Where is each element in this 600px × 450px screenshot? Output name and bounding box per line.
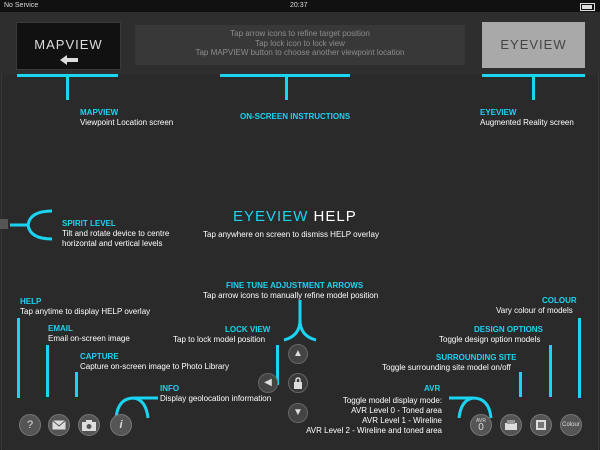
email-button[interactable] — [48, 414, 70, 436]
spirit-level-line: Tilt and rotate device to centre — [62, 229, 170, 238]
avr-button-label: AVR — [476, 418, 486, 424]
spirit-level-handle — [0, 219, 8, 229]
arrow-down-button[interactable]: ▼ — [288, 403, 308, 423]
bracket — [532, 74, 535, 100]
leader-line — [17, 318, 20, 398]
help-callout-text: Tap anytime to display HELP overlay — [20, 307, 151, 316]
fine-tune-bracket — [283, 300, 317, 342]
design-options-icon — [536, 420, 546, 430]
capture-callout-text: Capture on-screen image to Photo Library — [80, 362, 229, 371]
capture-button[interactable] — [78, 414, 100, 436]
status-bar: No Service 20:37 — [0, 0, 600, 12]
colour-button-label: Colour — [562, 422, 580, 428]
avr-line: AVR Level 0 - Toned area — [351, 406, 442, 415]
avr-callout-title: AVR — [424, 384, 441, 393]
right-guide — [595, 12, 599, 450]
avr-button[interactable]: AVR 0 — [470, 414, 492, 436]
spirit-level-bracket — [10, 209, 53, 241]
arrow-left-button[interactable]: ◀ — [258, 373, 278, 393]
instruction-line: Tap MAPVIEW button to choose another vie… — [195, 48, 405, 57]
arrow-up-icon: ▲ — [293, 348, 303, 359]
leader-line — [75, 372, 78, 397]
leader-line — [549, 345, 552, 397]
arrow-left-icon: ◀ — [264, 377, 272, 388]
left-arrow-icon — [60, 55, 78, 65]
help-title: EYEVIEW HELP — [233, 208, 357, 225]
clock: 20:37 — [290, 2, 308, 9]
instructions-callout-title: ON-SCREEN INSTRUCTIONS — [240, 112, 351, 121]
design-options-button[interactable] — [530, 414, 552, 436]
carrier-label: No Service — [4, 2, 39, 9]
left-guide — [1, 12, 5, 450]
camera-icon — [82, 420, 96, 431]
help-title-help: HELP — [308, 208, 357, 225]
design-options-title: DESIGN OPTIONS — [474, 325, 543, 334]
info-button[interactable]: i — [110, 414, 132, 436]
eyeview-button-label: EYEVIEW — [500, 37, 567, 52]
instruction-line: Tap lock icon to lock view — [255, 38, 345, 48]
instruction-line: Tap arrow icons to refine target positio… — [230, 29, 370, 38]
surrounding-site-icon — [505, 420, 517, 430]
help-icon: ? — [26, 419, 34, 431]
spirit-level-title: SPIRIT LEVEL — [62, 219, 116, 228]
avr-line: AVR Level 1 - Wireline — [362, 416, 442, 425]
info-callout-title: INFO — [160, 384, 180, 393]
eyeview-button[interactable]: EYEVIEW — [482, 22, 585, 68]
avr-level-value: 0 — [478, 422, 484, 433]
leader-line — [46, 345, 49, 397]
battery-icon — [580, 3, 595, 11]
avr-line: AVR Level 2 - Wireline and toned area — [306, 426, 442, 435]
help-callout-title: HELP — [20, 297, 42, 306]
spirit-level-line: horizontal and vertical levels — [62, 239, 163, 248]
mapview-button-label: MAPVIEW — [34, 37, 103, 52]
colour-callout-text: Vary colour of models — [496, 306, 573, 315]
capture-callout-title: CAPTURE — [80, 352, 119, 361]
lock-view-text: Tap to lock model position — [173, 335, 266, 344]
bracket — [285, 74, 288, 100]
surrounding-site-title: SURROUNDING SITE — [436, 353, 517, 362]
help-button[interactable]: ? — [19, 414, 41, 436]
fine-tune-text: Tap arrow icons to manually refine model… — [203, 291, 379, 300]
surrounding-site-button[interactable] — [500, 414, 522, 436]
mapview-callout-title: MAPVIEW — [80, 108, 119, 117]
arrow-down-icon: ▼ — [293, 407, 303, 418]
design-options-text: Toggle design option models — [439, 335, 541, 344]
email-callout-title: EMAIL — [48, 324, 73, 333]
leader-line — [578, 318, 581, 398]
arrow-up-button[interactable]: ▲ — [288, 344, 308, 364]
avr-bracket — [449, 396, 493, 419]
help-subtitle: Tap anywhere on screen to dismiss HELP o… — [203, 230, 379, 239]
lock-button[interactable] — [288, 373, 308, 393]
leader-line — [519, 372, 522, 397]
lock-icon — [294, 377, 302, 389]
eyeview-callout-text: Augmented Reality screen — [480, 118, 574, 127]
avr-line: Toggle model display mode: — [342, 396, 442, 405]
bracket — [66, 74, 69, 100]
help-title-eyeview: EYEVIEW — [233, 208, 309, 225]
surrounding-site-text: Toggle surrounding site model on/off — [382, 363, 511, 372]
info-icon: i — [119, 419, 123, 431]
colour-button[interactable]: Colour — [560, 414, 582, 436]
mapview-button[interactable]: MAPVIEW — [16, 22, 121, 70]
lock-view-title: LOCK VIEW — [225, 325, 271, 334]
eyeview-callout-title: EYEVIEW — [480, 108, 517, 117]
email-icon — [52, 420, 66, 430]
onscreen-instructions: Tap arrow icons to refine target positio… — [135, 25, 465, 65]
email-callout-text: Email on-screen image — [48, 334, 130, 343]
colour-callout-title: COLOUR — [542, 296, 577, 305]
info-callout-text: Display geolocation information — [160, 394, 272, 403]
leader-line — [276, 345, 279, 385]
fine-tune-title: FINE TUNE ADJUSTMENT ARROWS — [226, 281, 364, 290]
mapview-callout-text: Viewpoint Location screen — [80, 118, 174, 127]
